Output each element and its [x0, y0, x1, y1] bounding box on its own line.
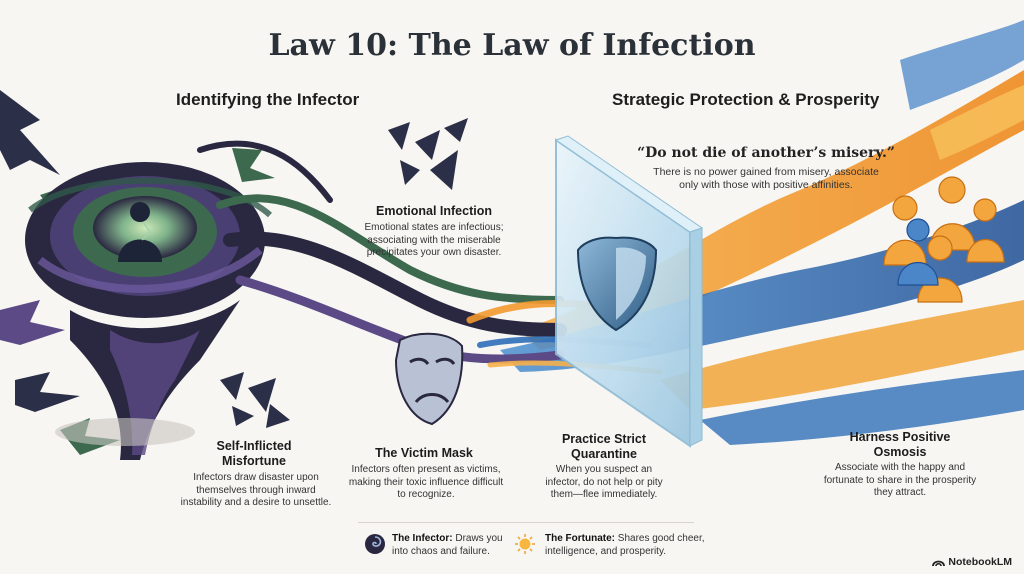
quote-text: “Do not die of another’s misery.”: [637, 145, 895, 161]
quarantine-body: When you suspect an infector, do not hel…: [545, 464, 663, 500]
right-section-heading: Strategic Protection & Prosperity: [612, 90, 880, 109]
victim-mask-body: Infectors often present as victims, maki…: [348, 464, 504, 500]
left-section-heading: Identifying the Infector: [176, 90, 360, 109]
osmosis-title: Harness Positive Osmosis: [849, 430, 951, 459]
shards-bottom: [220, 372, 290, 428]
legend-divider: [358, 522, 694, 523]
sun-icon: [515, 534, 535, 554]
brand-logo: NotebookLM: [932, 556, 1012, 568]
legend-infector-label: The Infector:: [392, 533, 453, 544]
notebook-logo-icon: [932, 560, 946, 566]
victim-mask-title: The Victim Mask: [375, 446, 473, 460]
legend-fortunate-label: The Fortunate:: [545, 533, 615, 544]
vortex-icon: [365, 534, 385, 554]
quote-body: There is no power gained from misery, as…: [653, 166, 879, 191]
shards-top: [388, 118, 468, 190]
self-inflicted-body: Infectors draw disaster upon themselves …: [180, 472, 332, 508]
legend-infector-text: Draws you into chaos and failure.: [392, 533, 503, 557]
brand-name: NotebookLM: [948, 556, 1012, 568]
shield-icon: [576, 236, 658, 332]
legend-infector: The Infector: Draws you into chaos and f…: [392, 532, 504, 558]
people-group: [883, 176, 1005, 303]
legend-fortunate-text: Shares good cheer, intelligence, and pro…: [545, 533, 705, 557]
silhouette-figure: [118, 202, 162, 262]
infector-vortex: [25, 162, 273, 460]
osmosis-body: Associate with the happy and fortunate t…: [823, 462, 977, 498]
emotional-infection-body: Emotional states are infectious; associa…: [364, 222, 504, 258]
emotional-infection-title: Emotional Infection: [376, 204, 492, 218]
legend-fortunate: The Fortunate: Shares good cheer, intell…: [545, 532, 705, 558]
quarantine-title: Practice Strict Quarantine: [561, 432, 647, 461]
self-inflicted-title: Self-Inflicted Misfortune: [216, 439, 292, 468]
mask-icon: [394, 332, 464, 426]
page-title: Law 10: The Law of Infection: [268, 28, 756, 63]
